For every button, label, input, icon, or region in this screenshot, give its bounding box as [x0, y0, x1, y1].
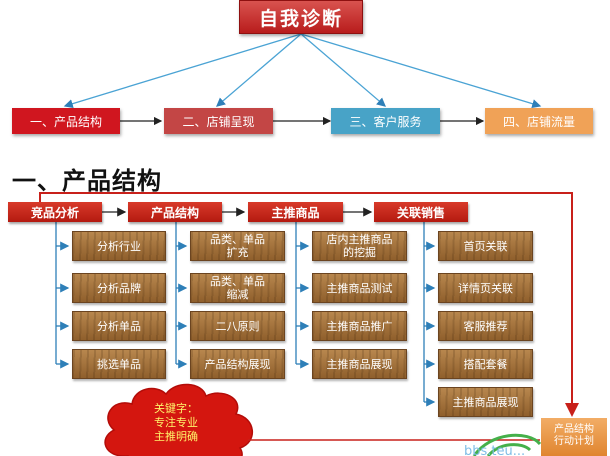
- watermark-text: bbs.teu...: [464, 444, 525, 456]
- list-item: 搭配套餐: [438, 349, 533, 379]
- list-item: 主推商品展现: [312, 349, 407, 379]
- list-item: 品类、单品 缩减: [190, 273, 285, 303]
- section-title: 一、产品结构: [12, 167, 162, 195]
- page-title: 自我诊断: [239, 0, 363, 34]
- watermark-logo: [472, 433, 542, 456]
- column-header-product-structure: 产品结构: [128, 202, 222, 222]
- keyword-line: 关键字：: [154, 402, 198, 415]
- action-plan-box: 产品结构 行动计划: [541, 418, 607, 456]
- list-item: 详情页关联: [438, 273, 533, 303]
- category-store-presentation: 二、店铺呈现: [164, 108, 273, 134]
- list-item: 主推商品展现: [438, 387, 533, 417]
- column-branch-lines: [55, 222, 436, 407]
- list-item: 分析单品: [72, 311, 166, 341]
- title-branch-lines: [63, 33, 542, 109]
- list-item: 主推商品测试: [312, 273, 407, 303]
- list-item: 分析行业: [72, 231, 166, 261]
- list-item: 首页关联: [438, 231, 533, 261]
- category-product-structure: 一、产品结构: [12, 108, 120, 134]
- keyword-line: 主推明确: [154, 430, 198, 443]
- column-header-featured-products: 主推商品: [248, 202, 343, 222]
- keyword-line: 专注专业: [154, 416, 198, 429]
- list-item: 二八原则: [190, 311, 285, 341]
- category-customer-service: 三、客户服务: [331, 108, 440, 134]
- list-item: 分析品牌: [72, 273, 166, 303]
- list-item: 主推商品推广: [312, 311, 407, 341]
- category-store-traffic: 四、店铺流量: [485, 108, 593, 134]
- list-item: 产品结构展现: [190, 349, 285, 379]
- list-item: 店内主推商品 的挖掘: [312, 231, 407, 261]
- list-item: 挑选单品: [72, 349, 166, 379]
- list-item: 客服推荐: [438, 311, 533, 341]
- list-item: 品类、单品 扩充: [190, 231, 285, 261]
- red-loop-lines: [39, 192, 579, 417]
- column-header-competitor-analysis: 竞品分析: [8, 202, 102, 222]
- keyword-cloud-shape: [104, 383, 253, 456]
- column-header-related-sales: 关联销售: [374, 202, 468, 222]
- keyword-cloud-text: 关键字： 专注专业 主推明确: [136, 402, 216, 444]
